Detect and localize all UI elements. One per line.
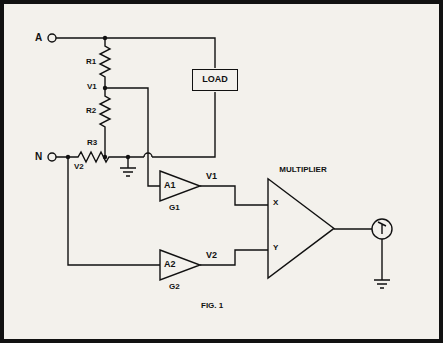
amplifier-triangle: A1 [160,171,200,201]
resistor-symbol [100,38,110,88]
figure-caption: FIG. 1 [200,302,224,311]
frame [2,2,441,341]
pin-name: Y [272,244,279,253]
gain-label: G2 [168,283,181,292]
resistor-symbol [100,88,110,157]
junction-dots [66,36,130,159]
ground-symbol [374,239,390,288]
signal-wire [200,250,268,265]
part-name: R1 [85,58,97,67]
multiplier-triangle: MULTIPLIER [268,166,338,278]
amplifier-triangle: A2 [160,250,200,280]
triangle-outline [268,179,334,278]
wire [105,88,160,186]
meter-needle [378,222,386,234]
node-text: LOAD [202,75,228,85]
terminal [48,34,56,161]
node-text: A2 [164,260,176,270]
signal-name: V2 [205,251,218,261]
triangle-outline [160,250,200,280]
gain-label: G1 [168,204,181,213]
pin-name: X [272,199,279,208]
meter-symbol [372,219,392,239]
node-text: MULTIPLIER [268,166,338,175]
signal-name: V1 [205,172,218,182]
shape-outline [268,166,338,278]
part-name: R3 [86,139,98,148]
wires [56,38,392,288]
load-box: LOAD [192,69,238,91]
wire [334,228,372,229]
ground-symbol [120,157,136,176]
wire [56,38,215,68]
part-name: R2 [85,107,97,116]
terminal-name: A [34,32,43,43]
triangle-outline [160,171,200,201]
terminal-name: N [34,151,43,162]
wire [68,157,160,265]
resistor-symbol [56,152,144,162]
wire [152,92,215,157]
node-text: A1 [164,181,176,191]
signal-name: V1 [86,83,98,92]
signal-wire [200,186,268,205]
signal-name: V2 [73,163,85,172]
